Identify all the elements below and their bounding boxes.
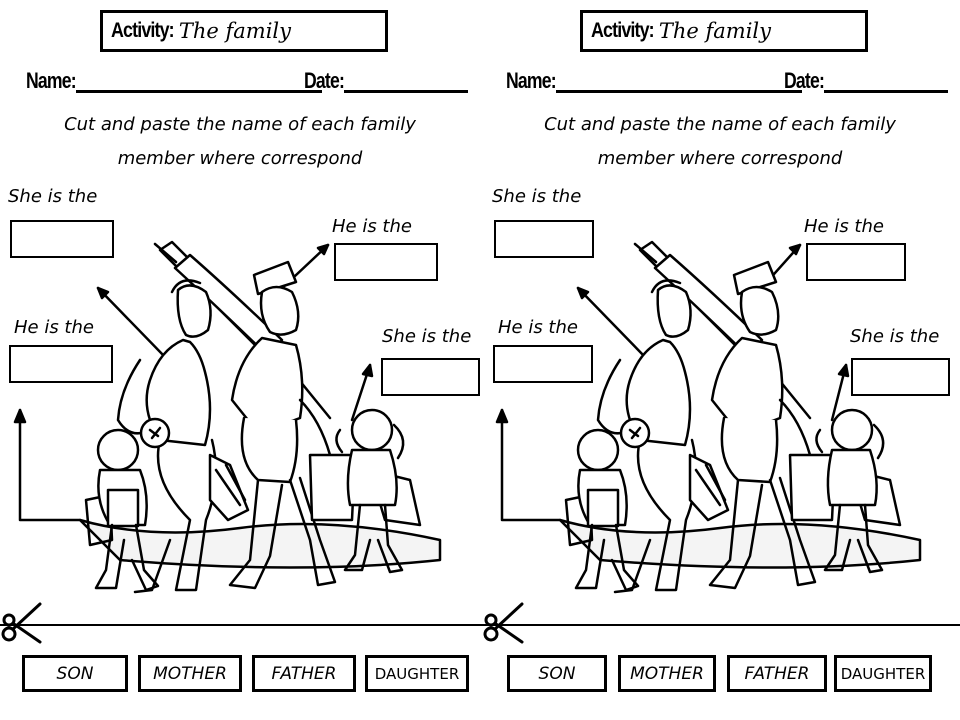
activity-title: The family — [658, 19, 771, 43]
word-card-son[interactable]: SON — [22, 655, 128, 692]
word-card-daughter[interactable]: DAUGHTER — [834, 655, 932, 692]
prompt-daughter: She is the — [382, 326, 472, 347]
prompt-mother: She is the — [8, 186, 98, 207]
prompt-father: He is the — [804, 216, 884, 237]
activity-label: Activity: — [591, 19, 655, 42]
name-label: Name: — [26, 68, 77, 93]
prompt-father: He is the — [332, 216, 412, 237]
name-line[interactable] — [556, 90, 802, 93]
activity-title-box: Activity: The family — [580, 10, 868, 52]
word-card-son[interactable]: SON — [507, 655, 607, 692]
date-label: Date: — [784, 68, 825, 93]
prompt-son: He is the — [14, 317, 94, 338]
name-label: Name: — [506, 68, 557, 93]
word-card-mother[interactable]: MOTHER — [618, 655, 716, 692]
cut-line — [0, 624, 960, 626]
worksheet-right: Activity: The family Name: Date: Cut and… — [480, 0, 960, 720]
scissors-icon — [1, 602, 42, 644]
instruction-line2: member where correspond — [597, 148, 843, 169]
answer-box-son[interactable] — [493, 345, 593, 383]
answer-box-mother[interactable] — [10, 220, 114, 258]
name-line[interactable] — [76, 90, 322, 93]
activity-title-box: Activity: The family — [100, 10, 388, 52]
date-line[interactable] — [344, 90, 468, 93]
prompt-son: He is the — [498, 317, 578, 338]
answer-box-daughter[interactable] — [381, 358, 480, 396]
arrow-son — [18, 408, 82, 522]
family-beach-illustration — [495, 240, 922, 594]
arrow-mother — [96, 286, 167, 359]
activity-label: Activity: — [111, 19, 175, 42]
answer-box-father[interactable] — [806, 243, 906, 281]
prompt-mother: She is the — [492, 186, 582, 207]
instruction-line2: member where correspond — [117, 148, 363, 169]
activity-title: The family — [178, 19, 291, 43]
answer-box-father[interactable] — [334, 243, 438, 281]
answer-box-son[interactable] — [9, 345, 113, 383]
family-beach-illustration — [13, 240, 442, 594]
word-card-father[interactable]: FATHER — [252, 655, 356, 692]
worksheet-left: Activity: The family Name: Date: Cut and… — [8, 10, 480, 594]
name-date-row: Name: Date: — [506, 68, 956, 98]
prompt-daughter: She is the — [850, 326, 940, 347]
word-card-mother[interactable]: MOTHER — [138, 655, 242, 692]
date-line[interactable] — [824, 90, 948, 93]
word-card-father[interactable]: FATHER — [727, 655, 827, 692]
answer-box-daughter[interactable] — [851, 358, 950, 396]
instruction-line1: Cut and paste the name of each family — [544, 114, 896, 135]
answer-box-mother[interactable] — [494, 220, 594, 258]
name-date-row: Name: Date: — [26, 68, 476, 98]
date-label: Date: — [304, 68, 345, 93]
instruction-line1: Cut and paste the name of each family — [64, 114, 416, 135]
word-card-daughter[interactable]: DAUGHTER — [365, 655, 469, 692]
scissors-icon — [483, 602, 524, 644]
